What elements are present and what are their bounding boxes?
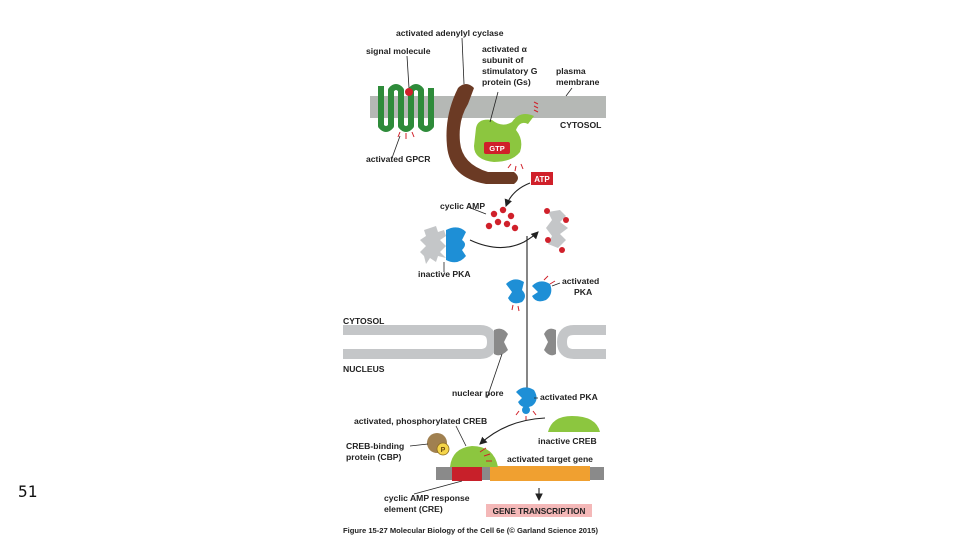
label-inactive-pka: inactive PKA xyxy=(418,269,471,279)
leader-lines xyxy=(391,37,573,495)
nuclear-pore xyxy=(494,328,556,356)
label-cytosol-top: CYTOSOL xyxy=(560,120,601,130)
gene-transcription-box xyxy=(486,504,592,517)
gtp-label: GTP xyxy=(489,144,504,153)
label-cytosol-mid: CYTOSOL xyxy=(343,316,384,326)
label-activated-pka-line1: activated xyxy=(562,276,599,286)
label-activated-adenylyl-cyclase: activated adenylyl cyclase xyxy=(396,28,504,38)
plasma-membrane xyxy=(370,96,606,118)
atp-to-camp-arrow xyxy=(504,182,531,208)
label-cbp-line1: CREB-binding xyxy=(346,441,404,451)
gtp-tag xyxy=(484,142,510,154)
label-cre-line2: element (CRE) xyxy=(384,504,443,514)
label-signal-molecule: signal molecule xyxy=(366,46,431,56)
label-nuclear-pore: nuclear pore xyxy=(452,388,504,398)
g-alpha-subunit xyxy=(474,114,534,162)
slide-number: 51 xyxy=(18,482,38,501)
label-alpha-line1: activated α xyxy=(482,44,528,54)
activated-gpcr xyxy=(378,84,434,132)
label-plasma-line2: membrane xyxy=(556,77,600,87)
dna-strand xyxy=(436,466,604,481)
nuclear-envelope xyxy=(343,325,606,359)
inactive-creb xyxy=(548,416,600,432)
cre-segment xyxy=(452,466,482,481)
target-gene-segment xyxy=(490,466,590,481)
creb-activation-arrow xyxy=(479,417,546,445)
cyclase-activation-marks xyxy=(507,163,524,172)
phosphate-group xyxy=(436,442,450,456)
label-cre-line1: cyclic AMP response xyxy=(384,493,470,503)
label-cyclic-amp: cyclic AMP xyxy=(440,201,485,211)
label-gene-transcription: GENE TRANSCRIPTION xyxy=(493,507,586,516)
label-activated-pka-line2: PKA xyxy=(574,287,592,297)
label-nucleus: NUCLEUS xyxy=(343,364,385,374)
label-plasma-line1: plasma xyxy=(556,66,586,76)
atp-tag xyxy=(531,172,553,185)
inactive-pka xyxy=(420,226,466,264)
figure-caption: Figure 15-27 Molecular Biology of the Ce… xyxy=(343,526,598,535)
activated-creb xyxy=(450,446,498,467)
label-activated-target-gene: activated target gene xyxy=(507,454,593,464)
regulatory-subunits-with-camp xyxy=(544,208,569,253)
label-alpha-line3: stimulatory G xyxy=(482,66,538,76)
adenylyl-cyclase xyxy=(446,84,518,184)
label-activated-pka-nucleus: activated PKA xyxy=(540,392,598,402)
pka-activation-arrow xyxy=(469,231,539,249)
label-cbp-line2: protein (CBP) xyxy=(346,452,402,462)
phosphate-label: P xyxy=(441,447,446,454)
label-activated-phosphorylated-creb: activated, phosphorylated CREB xyxy=(354,416,487,426)
creb-activation-marks xyxy=(479,447,492,462)
label-alpha-line4: protein (Gs) xyxy=(482,77,531,87)
label-alpha-line2: subunit of xyxy=(482,55,524,65)
galpha-anchor-marks xyxy=(533,101,539,113)
cyclic-amp-molecules xyxy=(485,206,519,232)
signal-molecule-dot xyxy=(405,88,413,96)
atp-label: ATP xyxy=(534,175,550,184)
label-activated-gpcr: activated GPCR xyxy=(366,154,431,164)
activated-pka-nucleus xyxy=(515,387,537,420)
label-inactive-creb: inactive CREB xyxy=(538,436,597,446)
activated-pka-cytosol xyxy=(506,275,556,312)
gpcr-activation-marks xyxy=(397,131,415,139)
